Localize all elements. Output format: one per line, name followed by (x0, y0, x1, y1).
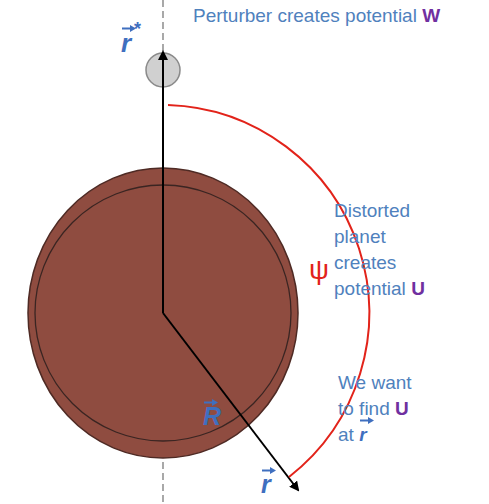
potential-symbol: U (411, 278, 425, 299)
surface-position: R (203, 404, 221, 429)
goal-text: at (338, 424, 354, 445)
potential-symbol: U (395, 398, 409, 419)
vector-arrow (203, 398, 219, 407)
potential-symbol: W (422, 5, 440, 26)
angle-symbol-holder: ψ (309, 256, 329, 284)
vector-symbol: r (359, 422, 366, 448)
field-point-vector (163, 313, 298, 490)
perturber-vector (162, 52, 164, 313)
vector-arrow (359, 416, 375, 425)
perturber-position-holder: r (121, 30, 131, 56)
planet-text: Distorted planet creates potential (334, 200, 410, 299)
field-position: r (261, 472, 271, 497)
perturber-note: Perturber creates potential W (193, 3, 440, 29)
perturber-position: r (121, 30, 131, 56)
position-star: * (134, 19, 141, 39)
goal-note: We want to find U at r (338, 370, 428, 448)
vector-arrow (261, 466, 277, 475)
field-position-holder: r (261, 472, 271, 497)
surface-position-holder: R (203, 404, 221, 429)
planet-note: Distorted planet creates potential U (334, 198, 430, 302)
position-star-holder: * (134, 20, 141, 38)
angle-symbol: ψ (309, 254, 329, 285)
perturber-text: Perturber creates potential (193, 5, 417, 26)
